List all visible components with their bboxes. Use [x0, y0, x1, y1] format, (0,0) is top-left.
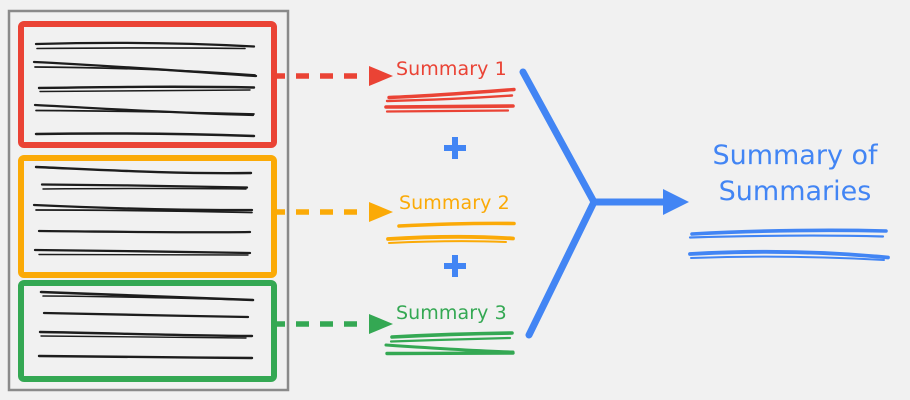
chunk-box-1-text-lines	[32, 41, 258, 138]
final-output-underlines	[688, 228, 890, 261]
chunk-box-2-border	[18, 155, 277, 278]
document-collection-box	[7, 9, 290, 392]
summary-3-underlines	[384, 331, 515, 356]
chunk-box-1[interactable]	[18, 21, 277, 148]
summary-2-underlines	[386, 221, 516, 244]
merge-arrow	[519, 68, 689, 339]
chunk-box-2-text-lines	[32, 165, 254, 256]
merge-arrow-top-branch	[519, 68, 598, 206]
summary-1-underlines	[384, 87, 516, 113]
merge-arrow-bottom-branch	[525, 198, 598, 339]
dashed-arrow-green	[272, 314, 393, 334]
merge-arrow-head	[663, 189, 689, 215]
dashed-arrow-orange	[272, 202, 393, 222]
final-output-label: Summary of Summaries	[675, 138, 910, 210]
chunk-box-3[interactable]	[18, 280, 277, 382]
chunk-box-1-border	[18, 21, 277, 148]
chunk-box-3-text-lines	[37, 290, 255, 360]
plus-sign-2	[444, 255, 466, 277]
dashed-arrow-red	[272, 66, 393, 86]
plus-sign-1	[444, 137, 466, 159]
final-output-line-1: Summary of	[712, 140, 878, 171]
dashed-arrow-green-head	[369, 314, 393, 334]
chunk-box-3-border	[18, 280, 277, 382]
dashed-arrow-red-head	[369, 66, 393, 86]
summary-3-label: Summary 3	[396, 302, 507, 324]
summary-1-label: Summary 1	[396, 58, 507, 80]
final-output-line-2: Summaries	[718, 176, 872, 207]
chunk-box-2[interactable]	[18, 155, 277, 278]
dashed-arrow-orange-head	[369, 202, 393, 222]
summary-2-label: Summary 2	[399, 192, 510, 214]
